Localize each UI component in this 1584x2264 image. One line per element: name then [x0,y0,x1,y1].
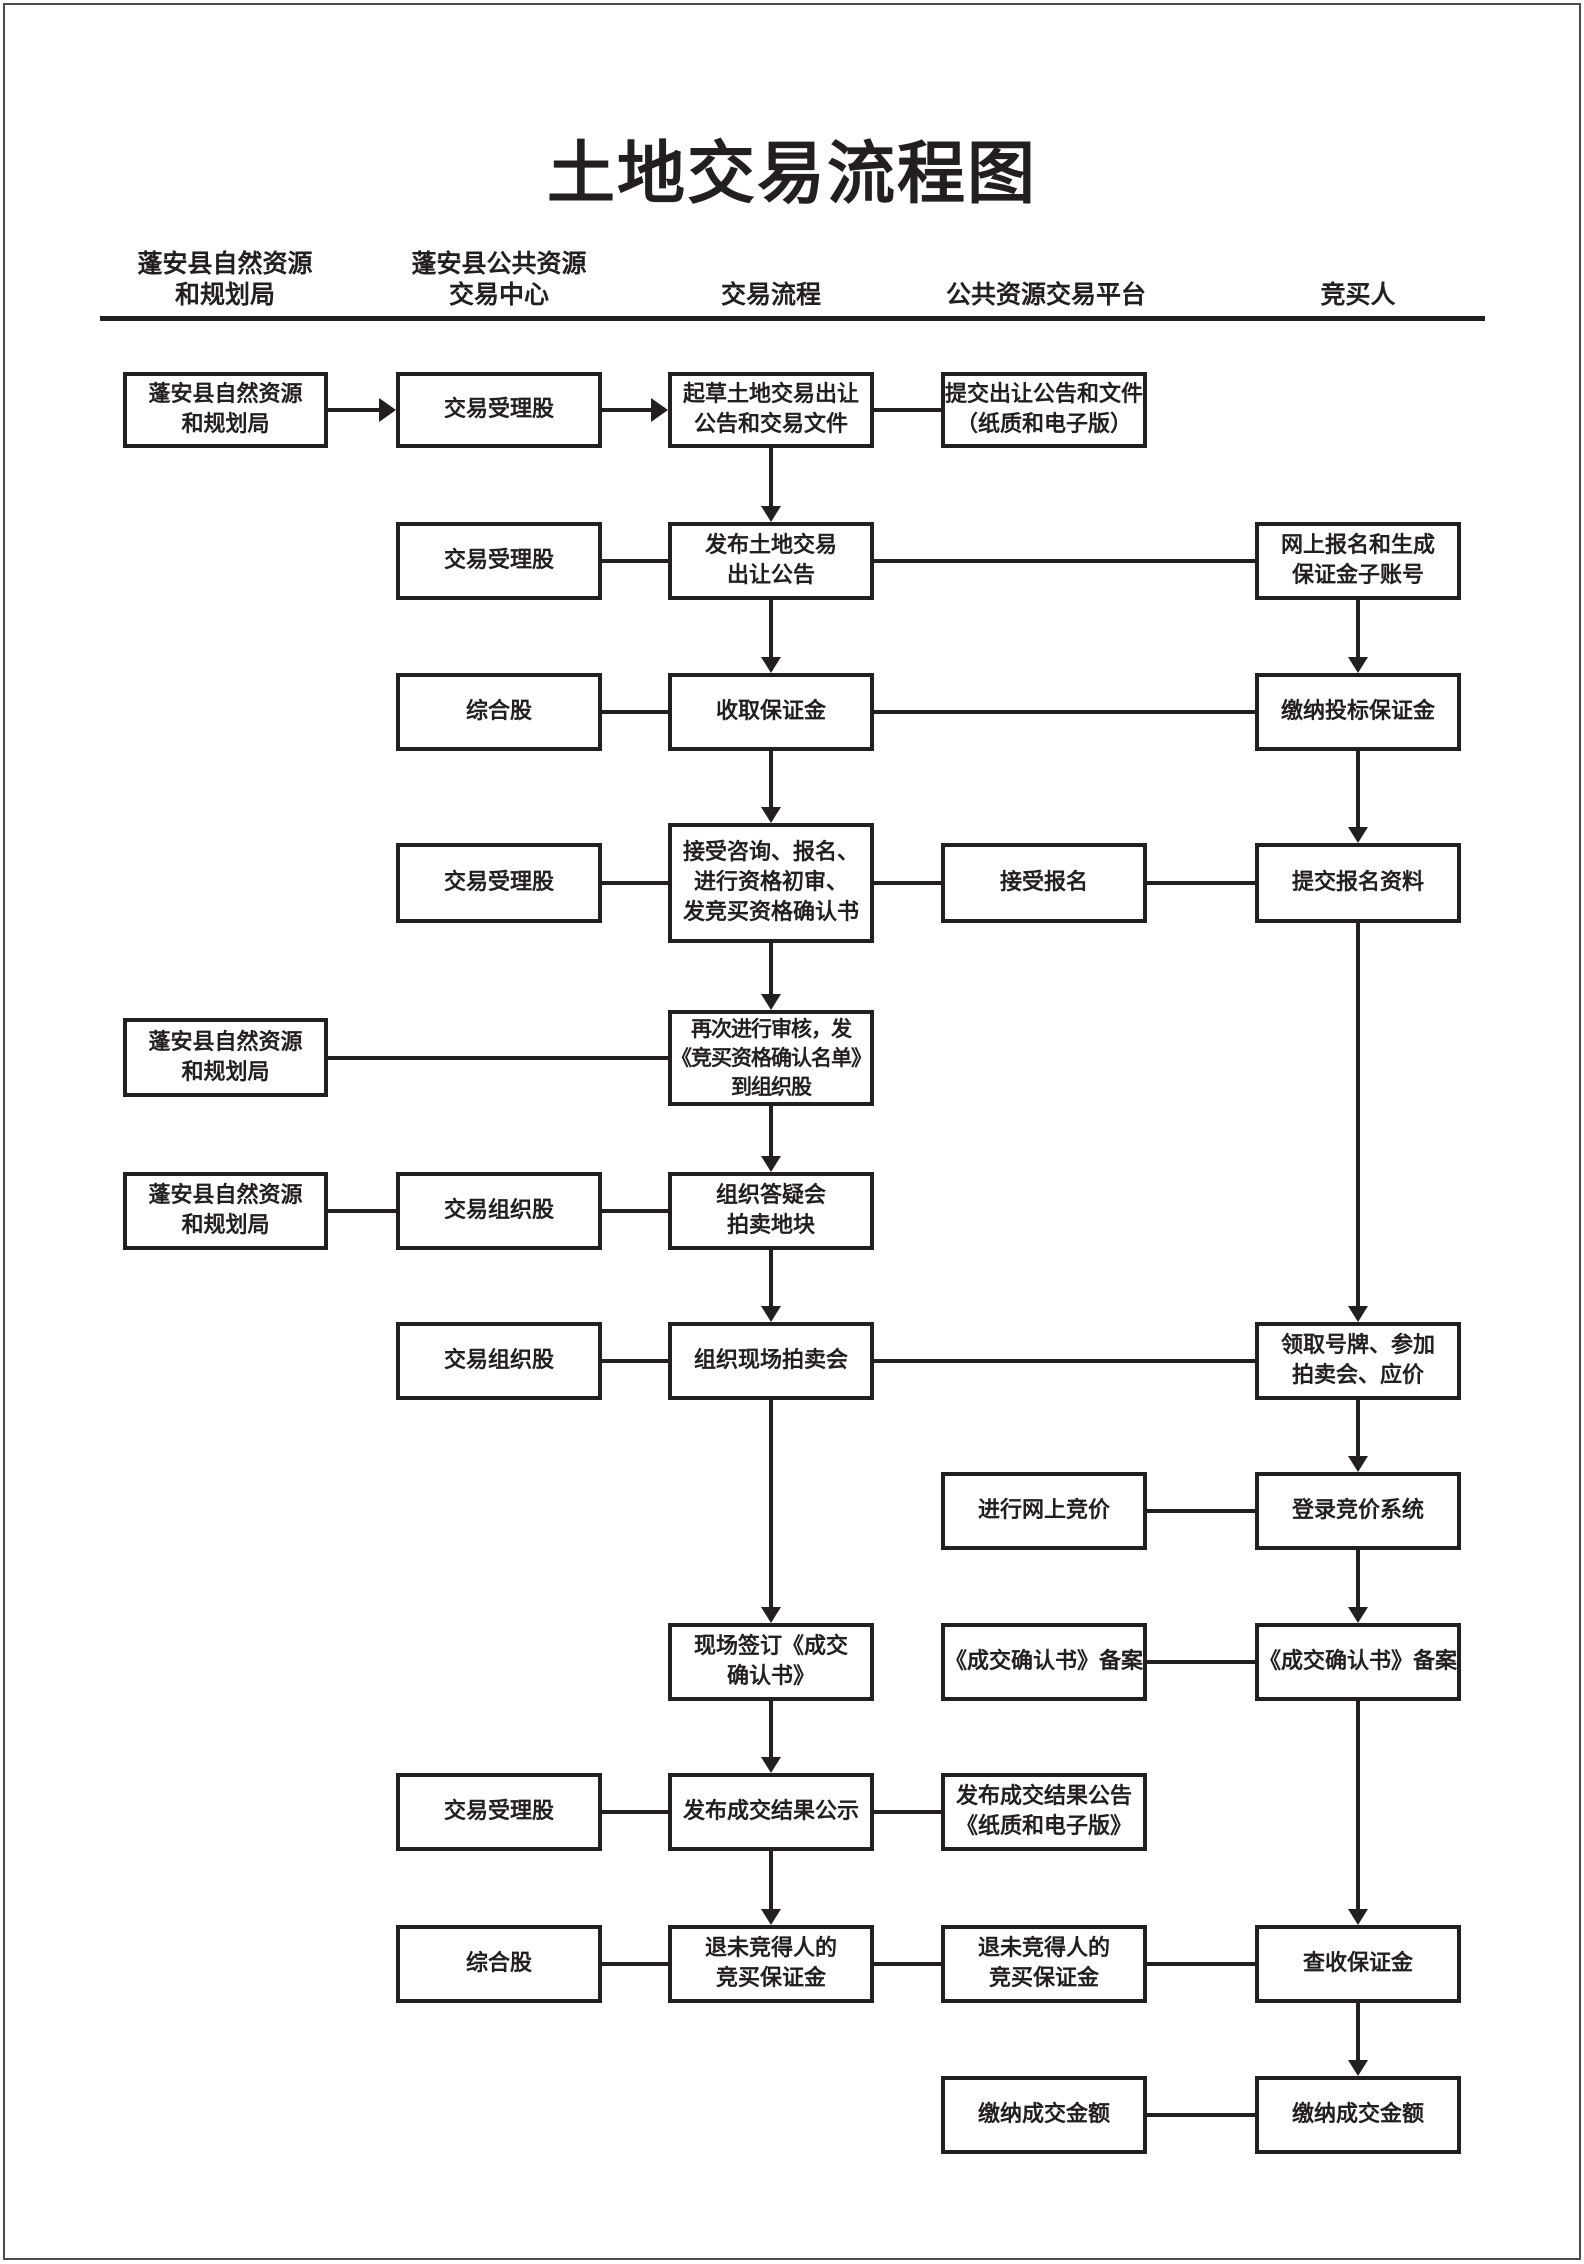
node-login-bidding-system: 登录竞价系统 [1255,1472,1461,1550]
connector-pay-deposit-to-submit-reg [1348,751,1368,843]
node-publish-result-announcement: 发布成交结果公告 《纸质和电子版》 [941,1773,1147,1851]
connector-row2-acceptance-to-publish [602,559,668,563]
connector-row9-filing-to-filing [1147,1660,1255,1664]
page-border [3,3,1581,2260]
node-general-section-2: 综合股 [396,1925,602,2003]
connector-publish-to-collect [761,600,781,673]
node-pay-amount-platform: 缴纳成交金额 [941,2076,1147,2154]
lane-header-transaction-process: 交易流程 [720,280,821,309]
node-general-section-1: 综合股 [396,673,602,751]
node-transaction-acceptance-2: 交易受理股 [396,522,602,600]
connector-online-reg-to-pay-deposit [1348,600,1368,673]
node-organization-section-1: 交易组织股 [396,1172,602,1250]
connector-row12-pay-to-pay [1147,2113,1255,2117]
node-collect-deposit: 收取保证金 [668,673,874,751]
node-publish-announcement: 发布土地交易 出让公告 [668,522,874,600]
node-accept-consult-review: 接受咨询、报名、 进行资格初审、 发竞买资格确认书 [668,823,874,943]
connector-onsite-to-sign [761,1400,781,1623]
connector-row4-consult-to-accept-reg [874,881,941,885]
node-refund-deposit-center: 退未竞得人的 竞买保证金 [668,1925,874,2003]
connector-check-to-pay-amount [1348,2003,1368,2076]
connector-row7-organize-to-onsite [602,1359,668,1363]
lane-header-natural-resources-bureau: 蓬安县自然资源 和规划局 [137,249,313,309]
connector-row7-onsite-to-plate [874,1359,1255,1363]
node-submit-registration: 提交报名资料 [1255,843,1461,923]
connector-row2-publish-to-online-reg [874,559,1255,563]
connector-row1-bureau-to-acceptance [328,398,396,422]
connector-login-to-filing [1348,1550,1368,1623]
node-accept-registration: 接受报名 [941,843,1147,923]
node-second-review-list: 再次进行审核，发 《竞买资格确认名单》 到组织股 [668,1010,874,1106]
node-confirmation-filing-platform: 《成交确认书》备案 [941,1623,1147,1701]
connector-collect-to-consult [761,751,781,823]
connector-row10-acceptance-to-result [602,1810,668,1814]
node-get-number-plate: 领取号牌、参加 拍卖会、应价 [1255,1322,1461,1400]
node-natural-resources-bureau-1: 蓬安县自然资源 和规划局 [123,372,328,448]
node-pay-bid-deposit: 缴纳投标保证金 [1255,673,1461,751]
connector-draft-to-publish [761,448,781,522]
connector-result-to-refund [761,1851,781,1925]
node-refund-deposit-platform: 退未竞得人的 竞买保证金 [941,1925,1147,2003]
connector-plate-to-login [1348,1400,1368,1472]
node-pay-amount-bidder: 缴纳成交金额 [1255,2076,1461,2154]
connector-filing-to-check [1348,1701,1368,1925]
node-natural-resources-bureau-2: 蓬安县自然资源 和规划局 [123,1018,328,1097]
node-submit-announcement-docs: 提交出让公告和文件 （纸质和电子版） [941,372,1147,448]
lane-header-public-resources-platform: 公共资源交易平台 [945,280,1146,309]
connector-row4-acceptance-to-consult [602,881,668,885]
connector-row5-bureau-to-review [328,1056,668,1060]
connector-row11-refund-to-check [1147,1962,1255,1966]
connector-sign-to-result [761,1701,781,1773]
node-transaction-acceptance-3: 交易受理股 [396,843,602,923]
connector-row3-general-to-collect [602,710,668,714]
node-organization-section-2: 交易组织股 [396,1322,602,1400]
node-natural-resources-bureau-3: 蓬安县自然资源 和规划局 [123,1172,328,1250]
connector-row3-collect-to-pay [874,710,1255,714]
node-transaction-acceptance-4: 交易受理股 [396,1773,602,1851]
connector-row11-refund-to-refund [874,1962,941,1966]
node-publish-result: 发布成交结果公示 [668,1773,874,1851]
connector-qa-to-onsite [761,1250,781,1322]
node-draft-announcement: 起草土地交易出让 公告和交易文件 [668,372,874,448]
connector-row10-result-to-announce [874,1810,941,1814]
connector-row1-acceptance-to-draft [602,398,668,422]
lane-header-public-resources-center: 蓬安县公共资源 交易中心 [411,249,587,309]
connector-row6-bureau-to-organize [328,1209,396,1213]
connector-row11-general-to-refund [602,1962,668,1966]
node-online-bidding: 进行网上竞价 [941,1472,1147,1550]
connector-submit-reg-to-plate [1348,923,1368,1322]
connector-row8-bidding-to-login [1147,1509,1255,1513]
node-sign-confirmation: 现场签订《成交 确认书》 [668,1623,874,1701]
node-organize-qa-auction: 组织答疑会 拍卖地块 [668,1172,874,1250]
connector-row4-accept-reg-to-submit-reg [1147,881,1255,885]
connector-consult-to-review [761,943,781,1010]
lane-header-rule [100,316,1485,321]
lane-header-bidder: 竞买人 [1320,280,1396,309]
connector-row1-draft-to-submit [874,408,941,412]
node-transaction-acceptance-1: 交易受理股 [396,372,602,448]
connector-row6-organize-to-qa [602,1209,668,1213]
node-confirmation-filing-bidder: 《成交确认书》备案 [1255,1623,1461,1701]
node-online-registration-account: 网上报名和生成 保证金子账号 [1255,522,1461,600]
connector-review-to-qa [761,1106,781,1172]
page-title: 土地交易流程图 [546,135,1037,214]
node-organize-onsite-auction: 组织现场拍卖会 [668,1322,874,1400]
node-check-deposit: 查收保证金 [1255,1925,1461,2003]
